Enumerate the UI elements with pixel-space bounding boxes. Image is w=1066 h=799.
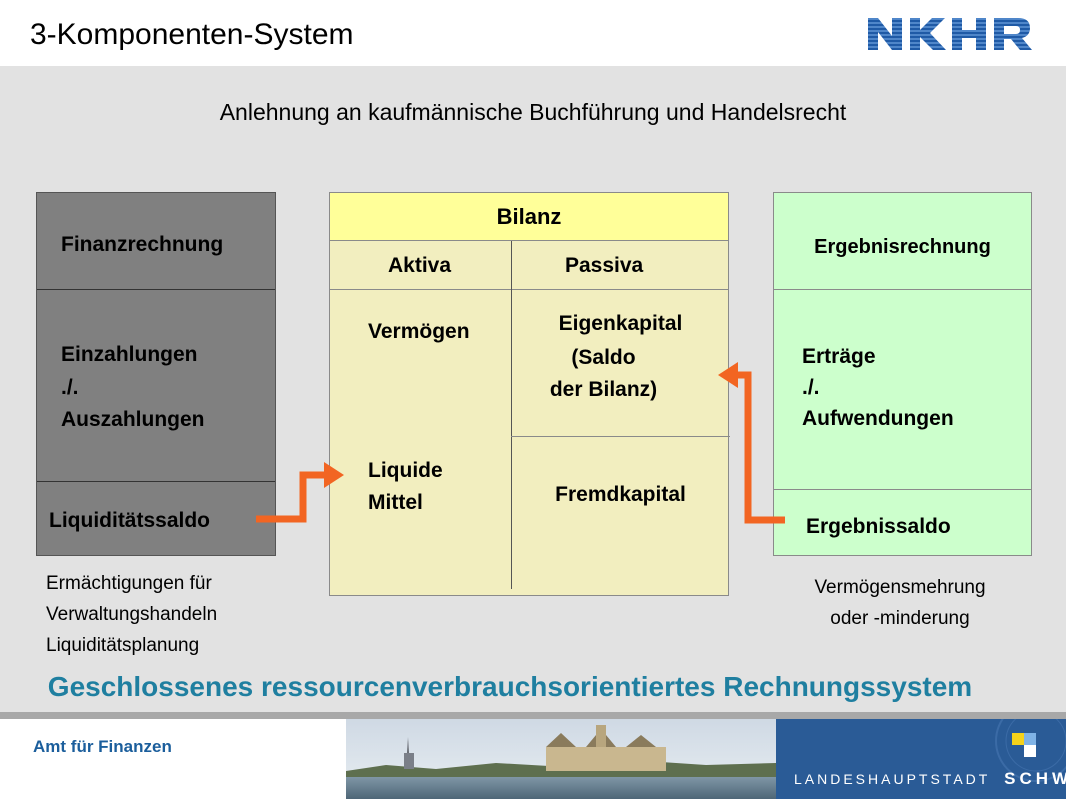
- ergebnis-arrowhead: [718, 362, 738, 388]
- ergebnisrechnung-title: Ergebnisrechnung: [814, 236, 991, 258]
- department-label: Amt für Finanzen: [33, 737, 172, 756]
- auszahlungen-label: Auszahlungen: [61, 408, 205, 431]
- minus-label-ergebnis: ./.: [802, 376, 820, 399]
- ergebnis-arrow: [733, 371, 785, 524]
- liquiditaet-arrowhead: [324, 462, 344, 488]
- minus-label: ./.: [61, 376, 79, 399]
- footer-divider: [0, 712, 1066, 719]
- brand-ornament: [995, 719, 1066, 782]
- liquiditaet-arrow: [256, 471, 330, 523]
- note-line: Verwaltungshandeln: [46, 604, 218, 625]
- bilanz-header-divider: [330, 289, 728, 290]
- passiva-divider: [511, 436, 730, 437]
- ergebnisrechnung-box: Ergebnisrechnung Erträge ./. Aufwendunge…: [773, 192, 1032, 556]
- city-brand-banner: LANDESHAUPTSTADT SCHWERIN: [776, 719, 1066, 799]
- ergebnissaldo-label: Ergebnissaldo: [806, 515, 951, 538]
- finanz-divider-top: [37, 289, 275, 290]
- ergebnis-divider-bottom: [774, 489, 1031, 490]
- note-line: Liquiditätsplanung: [46, 635, 200, 656]
- nkhr-logo: [868, 18, 1032, 50]
- aufwendungen-label: Aufwendungen: [802, 407, 954, 430]
- finanz-divider-bottom: [37, 481, 275, 482]
- finanzrechnung-box: Finanzrechnung Einzahlungen ./. Auszahlu…: [36, 192, 276, 556]
- saldo-label: (Saldo: [571, 346, 636, 369]
- ergebnis-divider-top: [774, 289, 1031, 290]
- ertraege-label: Erträge: [802, 345, 876, 368]
- slide-title: 3-Komponenten-System: [30, 18, 354, 51]
- bilanz-box: Bilanz Aktiva Passiva Vermögen Liquide M…: [329, 192, 730, 596]
- note-line: Ermächtigungen für: [46, 573, 212, 594]
- aktiva-label: Aktiva: [388, 254, 452, 277]
- subtitle: Anlehnung an kaufmännische Buchführung u…: [219, 99, 847, 125]
- mittel-label: Mittel: [368, 491, 423, 514]
- header-bar: 3-Komponenten-System: [0, 0, 1066, 66]
- bilanz-header: Bilanz: [330, 193, 728, 241]
- liquiditaetssaldo-label: Liquiditätssaldo: [49, 509, 211, 532]
- der-bilanz-label: der Bilanz): [549, 378, 658, 401]
- fremdkapital-label: Fremdkapital: [555, 483, 686, 506]
- finanzrechnung-title: Finanzrechnung: [61, 233, 224, 256]
- conclusion-text: Geschlossenes ressourcenverbrauchsorient…: [47, 671, 973, 702]
- ergebnis-notes: Vermögensmehrung oder -minderung: [790, 572, 1010, 634]
- note-line: oder -minderung: [830, 608, 970, 629]
- einzahlungen-label: Einzahlungen: [61, 343, 198, 366]
- bilanz-center-divider: [511, 241, 512, 589]
- bilanz-title: Bilanz: [496, 204, 562, 229]
- vermoegen-label: Vermögen: [368, 320, 470, 343]
- note-line: Vermögensmehrung: [814, 577, 986, 598]
- city-name: LANDESHAUPTSTADT SCHWERIN: [794, 769, 1066, 788]
- schwerin-photo: [346, 719, 776, 799]
- eigenkapital-label: Eigenkapital: [558, 312, 683, 335]
- finanz-notes: Ermächtigungen für Verwaltungshandeln Li…: [46, 568, 217, 661]
- passiva-label: Passiva: [565, 254, 644, 277]
- liquide-label: Liquide: [368, 459, 443, 482]
